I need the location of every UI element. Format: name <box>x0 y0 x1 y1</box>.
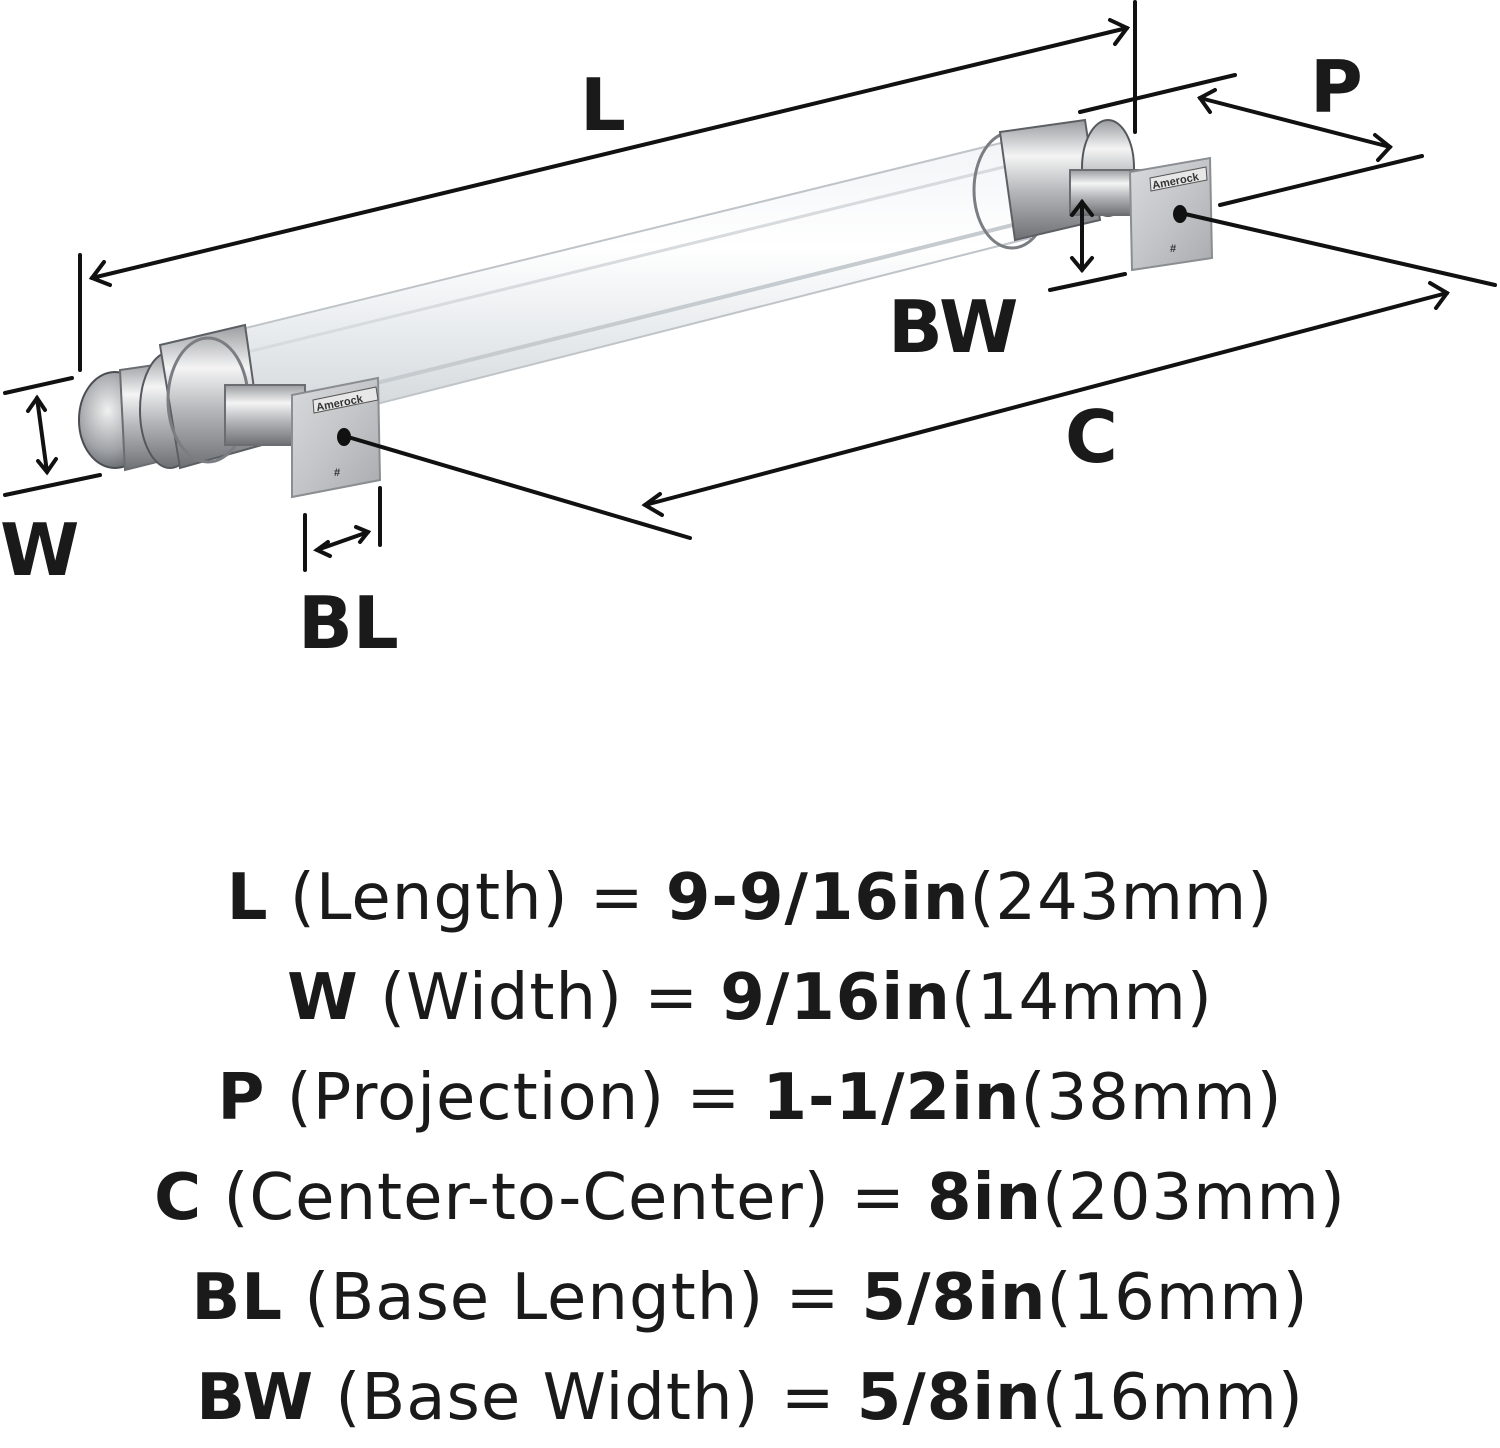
label-L: L <box>580 63 626 147</box>
hash-mark-right: # <box>1170 243 1176 255</box>
label-W: W <box>0 508 79 592</box>
width-dimension-line <box>35 396 49 474</box>
length-dimension-line <box>90 26 1129 280</box>
label-BW: BW <box>888 285 1018 369</box>
right-base: Amerock # <box>1128 156 1214 272</box>
pull-handle-dimension-diagram: Amerock # Amerock # <box>0 0 1497 665</box>
left-end-cap <box>78 323 306 472</box>
hash-mark-left: # <box>334 467 340 479</box>
spec-base-length: BL (Base Length) = 5/8in(16mm) <box>191 1261 1309 1335</box>
left-base: Amerock # <box>291 376 382 499</box>
spec-base-width: BW (Base Width) = 5/8in(16mm) <box>196 1361 1304 1435</box>
label-P: P <box>1310 45 1363 129</box>
spec-length: L (Length) = 9-9/16in(243mm) <box>226 861 1274 935</box>
center-to-center-dimension-line <box>643 291 1449 507</box>
label-C: C <box>1065 395 1118 479</box>
spec-projection: P (Projection) = 1-1/2in(38mm) <box>217 1061 1283 1135</box>
spec-width: W (Width) = 9/16in(14mm) <box>287 961 1213 1035</box>
pull-handle: Amerock # Amerock # <box>78 118 1214 499</box>
spec-center-to-center: C (Center-to-Center) = 8in(203mm) <box>154 1161 1346 1235</box>
label-BL: BL <box>298 581 399 665</box>
dimension-lines <box>3 0 1497 572</box>
right-end-cap <box>972 118 1141 250</box>
base-length-dimension-line <box>315 530 370 552</box>
dimension-spec-list: L (Length) = 9-9/16in(243mm) W (Width) =… <box>0 848 1500 1448</box>
projection-dimension-line <box>1198 96 1392 149</box>
